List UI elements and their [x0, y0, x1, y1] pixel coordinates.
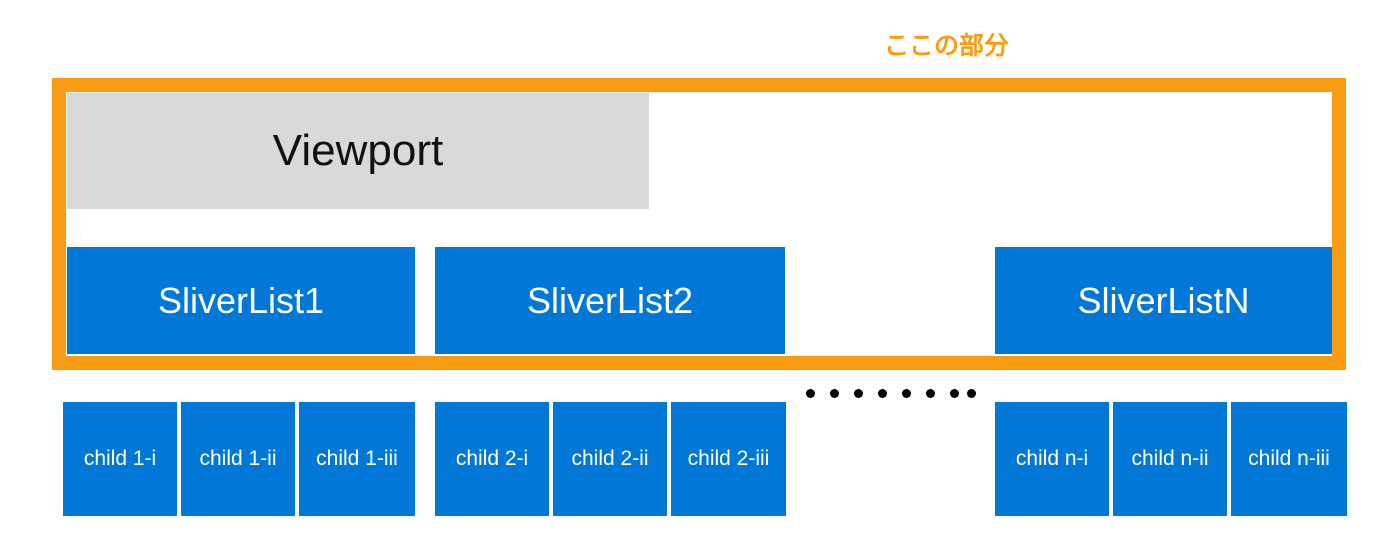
child-2-i: child 2-i — [435, 402, 549, 516]
child-1-iii: child 1-iii — [299, 402, 415, 516]
ellipsis-dot — [830, 389, 839, 398]
child-n-i: child n-i — [995, 402, 1109, 516]
child-1-i: child 1-i — [63, 402, 177, 516]
child-2-ii: child 2-ii — [553, 402, 667, 516]
ellipsis-dot — [806, 389, 815, 398]
highlight-frame — [52, 78, 1346, 370]
sliver-list-2: SliverList2 — [435, 247, 785, 354]
ellipsis-dot — [967, 389, 976, 398]
ellipsis-dot — [926, 389, 935, 398]
ellipsis-dot — [854, 389, 863, 398]
child-n-iii: child n-iii — [1231, 402, 1347, 516]
highlight-caption: ここの部分 — [884, 31, 1010, 60]
child-n-ii: child n-ii — [1113, 402, 1227, 516]
ellipsis-dot — [950, 389, 959, 398]
sliver-list-1: SliverList1 — [67, 247, 415, 354]
ellipsis-dot — [878, 389, 887, 398]
sliver-list-n: SliverListN — [995, 247, 1332, 354]
child-2-iii: child 2-iii — [671, 402, 786, 516]
child-1-ii: child 1-ii — [181, 402, 295, 516]
ellipsis-dot — [902, 389, 911, 398]
viewport-box: Viewport — [67, 93, 649, 209]
